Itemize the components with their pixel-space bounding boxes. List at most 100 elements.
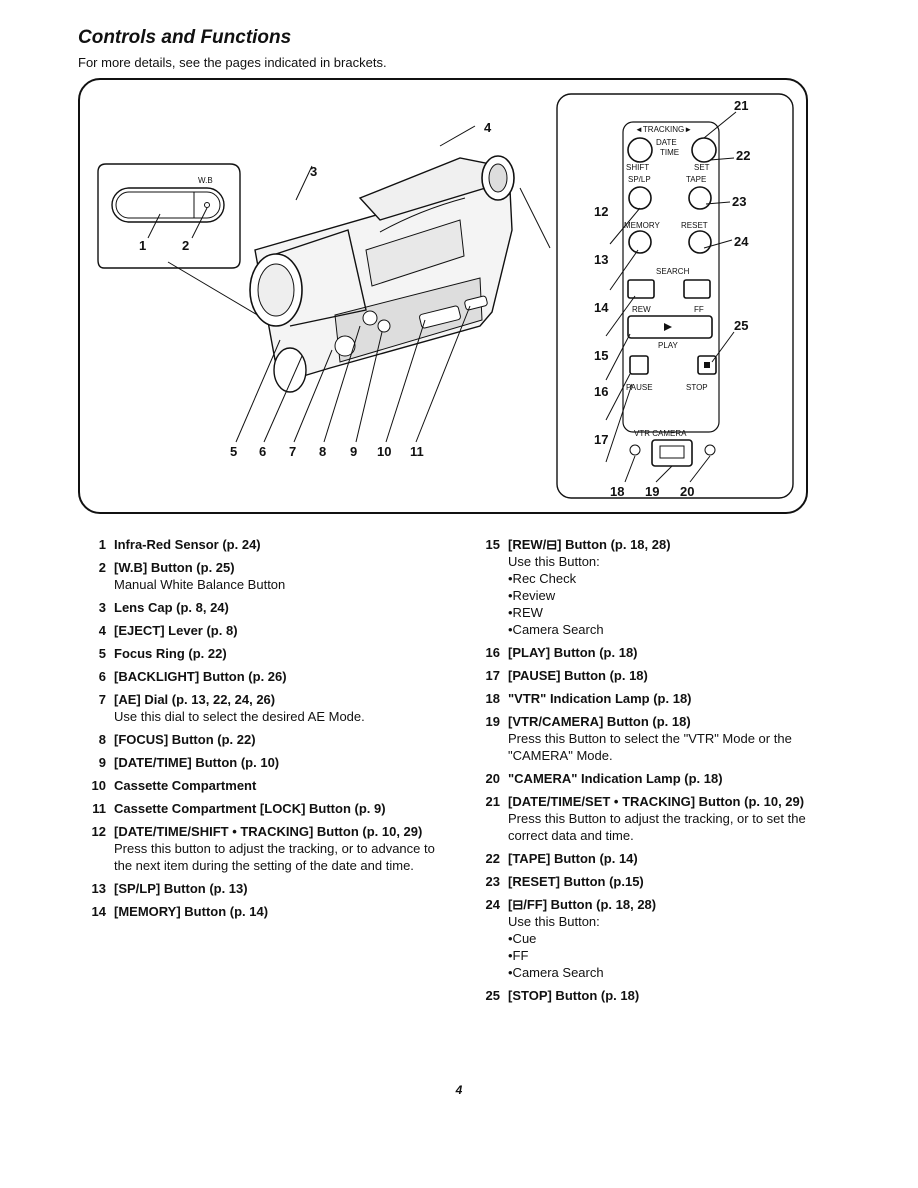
camcorder-body <box>249 125 551 393</box>
item-label: [EJECT] Lever (p. 8) <box>114 623 238 638</box>
shift-label: SHIFT <box>626 163 649 172</box>
callout-17: 17 <box>594 432 608 447</box>
item-label: [AE] Dial (p. 13, 22, 24, 26) <box>114 692 276 707</box>
camcorder-illustration: W.B <box>97 93 794 499</box>
item-number: 13 <box>91 881 106 896</box>
item-number: 7 <box>98 692 106 707</box>
splp-label: SP/LP <box>628 175 651 184</box>
list-item: 15[REW/⊟] Button (p. 18, 28)Use this But… <box>480 536 840 638</box>
list-item: 8[FOCUS] Button (p. 22) <box>86 731 442 748</box>
callout-15: 15 <box>594 348 608 363</box>
item-number: 2 <box>98 560 106 575</box>
list-item: 18 "VTR" Indication Lamp (p. 18) <box>480 690 840 707</box>
item-label: [BACKLIGHT] Button (p. 26) <box>114 669 287 684</box>
stop-label: STOP <box>686 383 708 392</box>
item-label: [DATE/TIME] Button (p. 10) <box>114 755 280 770</box>
item-label: [MEMORY] Button (p. 14) <box>114 904 269 919</box>
page-title: Controls and Functions <box>78 27 292 48</box>
item-number: 23 <box>485 874 500 889</box>
memory-label: MEMORY <box>624 221 661 230</box>
callout-12: 12 <box>594 204 608 219</box>
item-number: 21 <box>485 794 500 809</box>
list-item: 13 [SP/LP] Button (p. 13) <box>86 880 442 897</box>
list-item: 5 Focus Ring (p. 22) <box>86 645 442 662</box>
item-number: 18 <box>485 691 500 706</box>
callout-10: 10 <box>377 444 391 459</box>
callout-1: 1 <box>139 238 146 253</box>
item-description: •FF <box>508 948 529 963</box>
tape-label: TAPE <box>686 175 706 184</box>
right-item-list: 15 [REW/⊟] Button (p. 18, 28) Use this But… <box>480 536 840 1010</box>
item-label: [REW/⊟] Button (p. 18, 28) <box>508 537 671 552</box>
item-number: 6 <box>98 669 106 684</box>
leader-lines <box>235 305 471 443</box>
list-item: 17[PAUSE] Button (p. 18) <box>480 667 840 684</box>
item-label: [DATE/TIME/SHIFT • TRACKING] Button (p. … <box>114 824 423 839</box>
set-label: SET <box>694 163 710 172</box>
list-item: 6 [BACKLIGHT] Button (p. 26) <box>86 668 442 685</box>
item-number: 4 <box>98 623 106 638</box>
item-description: •Review <box>508 588 556 603</box>
item-label: [SP/LP] Button (p. 13) <box>114 881 248 896</box>
callout-25: 25 <box>734 318 748 333</box>
wb-inset: W.B <box>97 163 277 327</box>
callout-2: 2 <box>182 238 189 253</box>
callout-16: 16 <box>594 384 608 399</box>
time-label: TIME <box>660 148 679 157</box>
item-number: 10 <box>91 778 106 793</box>
callout-24: 24 <box>734 234 749 249</box>
item-description: •Camera Search <box>508 965 604 980</box>
item-label: [STOP] Button (p. 18) <box>508 988 640 1003</box>
item-number: 19 <box>485 714 500 729</box>
list-item: 21[DATE/TIME/SET • TRACKING] Button (p. … <box>480 793 840 844</box>
list-item: 20"CAMERA" Indication Lamp (p. 18) <box>480 770 840 787</box>
callout-9: 9 <box>350 444 357 459</box>
item-label: [VTR/CAMERA] Button (p. 18) <box>508 714 691 729</box>
item-description: Manual White Balance Button <box>114 577 286 592</box>
item-label: [TAPE] Button (p. 14) <box>508 851 638 866</box>
item-number: 5 <box>98 646 106 661</box>
play-label: PLAY <box>658 341 679 350</box>
item-description: Use this dial to select the desired AE M… <box>114 709 365 724</box>
item-label: Infra-Red Sensor (p. 24) <box>114 537 261 552</box>
item-number: 8 <box>98 732 106 747</box>
item-description: Press this button to adjust the tracking… <box>114 841 435 873</box>
search-label: SEARCH <box>656 267 690 276</box>
callout-21: 21 <box>734 98 748 113</box>
reset-label: RESET <box>681 221 708 230</box>
camcorder-figure: W.B <box>78 78 808 514</box>
vtr-camera-label: VTR CAMERA <box>634 429 687 438</box>
item-number: 14 <box>91 904 106 919</box>
item-label: [W.B] Button (p. 25) <box>114 560 235 575</box>
item-number: 11 <box>92 801 106 816</box>
item-label: "CAMERA" Indication Lamp (p. 18) <box>508 771 723 786</box>
item-number: 15 <box>485 537 500 552</box>
list-item: 2 [W.B] Button (p. 25) Manual White Balanc… <box>86 559 442 593</box>
callout-18: 18 <box>610 484 624 499</box>
callout-23: 23 <box>732 194 746 209</box>
ff-label: FF <box>694 305 704 314</box>
list-item: 16 [PLAY] Button (p. 18) <box>480 644 840 661</box>
item-number: 12 <box>91 824 106 839</box>
tracking-label: ◄TRACKING► <box>635 125 692 134</box>
item-label: Lens Cap (p. 8, 24) <box>114 600 229 615</box>
item-number: 16 <box>485 645 500 660</box>
item-label: Focus Ring (p. 22) <box>114 646 227 661</box>
callout-14: 14 <box>594 300 609 315</box>
wb-label: W.B <box>198 176 213 185</box>
item-number: 25 <box>485 988 500 1003</box>
callout-11: 11 <box>410 444 424 459</box>
callout-20: 20 <box>680 484 694 499</box>
list-item: 24[⊟/FF] Button (p. 18, 28)Use this Butt… <box>480 896 840 981</box>
callout-3: 3 <box>310 164 317 179</box>
item-description: •Rec Check <box>508 571 577 586</box>
item-description: Use this Button: <box>508 914 600 929</box>
callout-22: 22 <box>736 148 750 163</box>
callout-5: 5 <box>230 444 237 459</box>
callout-4: 4 <box>484 120 492 135</box>
item-label: "VTR" Indication Lamp (p. 18) <box>508 691 692 706</box>
list-item: 22[TAPE] Button (p. 14) <box>480 850 840 867</box>
item-description: Press this Button to select the "VTR" Mo… <box>508 731 792 763</box>
item-label: [PLAY] Button (p. 18) <box>508 645 638 660</box>
